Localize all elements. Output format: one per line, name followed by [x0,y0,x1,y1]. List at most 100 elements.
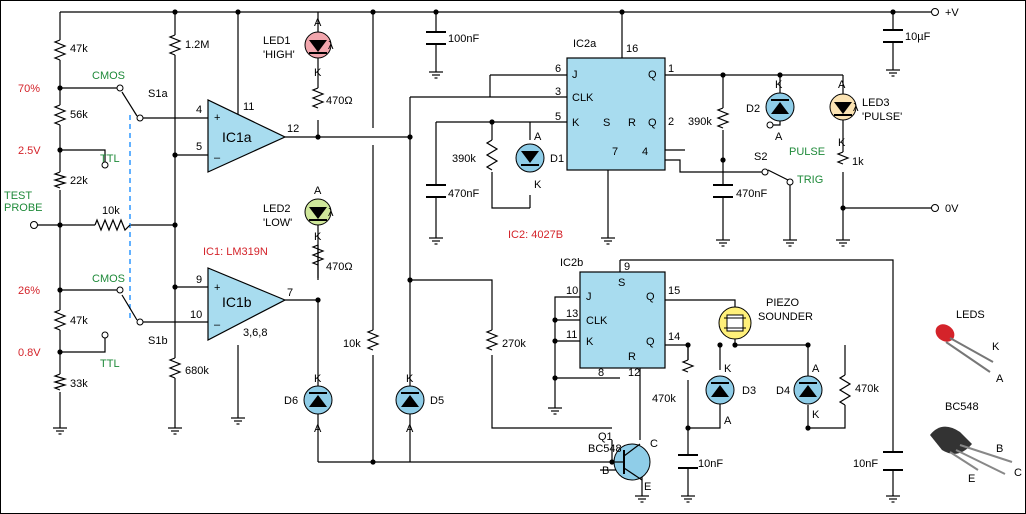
zero-volt-terminal [931,204,939,212]
ic2a-k: K [572,117,580,129]
pin-12: 12 [287,123,299,135]
pin-6: 6 [555,63,561,75]
pin-5: 5 [196,141,202,153]
ic1b-supply-pins: 3,6,8 [243,327,267,339]
led2-a: A [314,185,322,197]
ground-symbols [53,69,900,503]
ic1a-label: IC1a [222,129,252,145]
piezo-label-1: PIEZO [766,297,799,309]
level-0-8v: 0.8V [18,347,41,359]
c-470n-b: 470nF [736,188,767,200]
leds-ref-label: LEDS [956,309,985,321]
d2-label: D2 [746,103,760,115]
d1-a: A [534,131,542,143]
q1-e: E [644,481,651,493]
r-270k: 270k [502,338,526,350]
ic2a-j: J [572,69,578,81]
pin-14: 14 [668,331,680,343]
ledpic-a: A [996,373,1004,385]
zero-volt-label: 0V [945,203,959,215]
pin-4b: 4 [642,146,648,158]
led3-symbol [829,93,857,121]
ttl-b: TTL [100,358,120,370]
ic1b-comparator [207,267,287,341]
cmos-a: CMOS [92,70,125,82]
pin-5b: 5 [555,111,561,123]
bcpic-e: E [968,473,975,485]
d5-k: K [406,373,414,385]
ic2b-flipflop [579,271,666,369]
r-47k-low: 47k [70,315,88,327]
bcpic-b: B [996,443,1003,455]
led2-lambda: λ [328,207,334,219]
d4-k: K [812,409,820,421]
r-470-high: 470Ω [326,95,353,107]
c-100n: 100nF [448,33,479,45]
r-47k-top: 47k [70,43,88,55]
bc548-ref-label: BC548 [945,401,979,413]
led1-label: LED1 [263,35,291,47]
ic2a-r: R [628,117,636,129]
ic2b-clk: CLK [586,315,608,327]
ic1-part: IC1: LM319N [203,246,268,258]
d5-a: A [406,423,414,435]
d1-label: D1 [550,153,564,165]
ic2-part: IC2: 4027B [508,229,563,241]
pin-10: 10 [190,309,202,321]
ic1a-comparator [207,99,287,173]
d4-a: A [812,363,820,375]
pos-supply-terminal [931,8,939,16]
pin-12b: 12 [628,367,640,379]
level-70: 70% [18,83,40,95]
level-2-5v: 2.5V [18,145,41,157]
led1-lambda: λ [328,40,334,52]
ic2b-s: S [618,277,625,289]
resistors [52,34,852,406]
pin-9b: 9 [624,261,630,273]
pin-3: 3 [555,86,561,98]
ic1b-minus: – [214,319,221,331]
r-1-2m: 1.2M [185,39,209,51]
pin-11: 11 [243,101,254,113]
trig-mode: TRIG [797,174,823,186]
q1-transistor [612,443,651,481]
led2-k: K [314,231,322,243]
q1-b: B [602,465,609,477]
c-10u: 10µF [905,31,931,43]
c-10n-a: 10nF [698,458,723,470]
pin-7b: 7 [612,146,618,158]
text-layer: 47k 56k 22k 10k 47k 33k 1.2M 680k 470Ω 4… [4,7,1022,493]
q1-label: Q1 [598,431,613,443]
ttl-a: TTL [100,153,120,165]
r-10k-v: 10k [343,338,361,350]
led3-lambda: λ [853,102,859,114]
level-26: 26% [18,285,40,297]
ic2b-k: K [586,336,594,348]
d5-label: D5 [430,395,444,407]
d2-a: A [775,131,783,143]
pin-8: 8 [598,367,604,379]
d3-label: D3 [742,385,756,397]
led-part-picture [935,324,994,373]
d3-k: K [724,363,732,375]
r-22k: 22k [70,175,88,187]
led2-sub: 'LOW' [263,217,292,229]
cmos-b: CMOS [92,273,125,285]
switch-contacts [101,84,794,339]
diode-symbols [303,92,823,415]
ic2b-r: R [628,351,636,363]
led1-a: A [314,17,322,29]
r-680k: 680k [185,365,209,377]
led2-symbol [304,198,332,226]
led1-sub: 'HIGH' [263,49,295,61]
ic2b-label: IC2b [560,257,583,269]
test-probe-terminal [30,221,38,229]
pin-16: 16 [626,43,638,55]
d6-label: D6 [284,395,298,407]
r-10k-probe: 10k [102,205,120,217]
pin-7: 7 [287,287,293,299]
led3-a: A [838,79,846,91]
pin-13: 13 [566,308,578,320]
ic2a-label: IC2a [573,38,597,50]
